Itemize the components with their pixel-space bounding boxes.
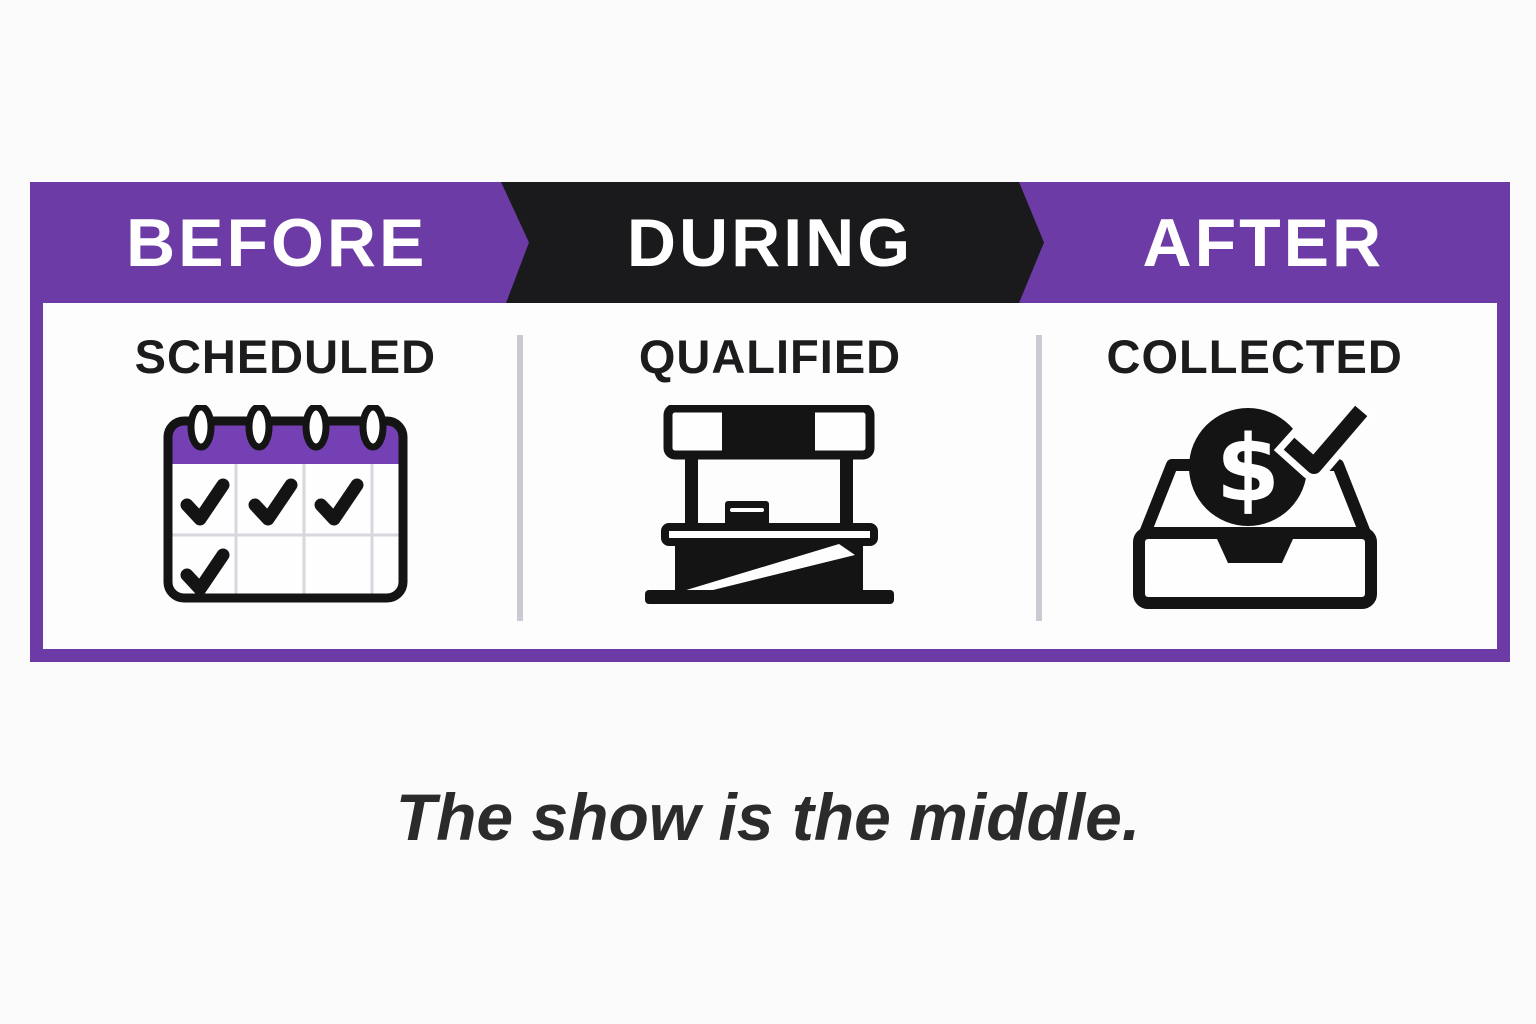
column-before: SCHEDULED (43, 303, 528, 649)
column-after: COLLECTED $ (1012, 303, 1497, 649)
stage-labels-row: BEFORE DURING AFTER (30, 182, 1510, 303)
calendar-header (167, 421, 403, 465)
calendar-rings (187, 405, 387, 451)
inbox-dollar-check-icon: $ (1132, 405, 1377, 610)
booth-plinth (645, 590, 895, 605)
qualified-label: QUALIFIED (638, 330, 902, 383)
calendar-grid (168, 464, 402, 597)
collected-label: COLLECTED (1106, 330, 1403, 383)
scheduled-label: SCHEDULED (134, 330, 437, 383)
booth-counter (661, 523, 879, 547)
column-divider-left (517, 335, 523, 621)
booth-base-stripe (683, 544, 856, 592)
booth-post-left (685, 455, 699, 533)
booth-post-right (840, 455, 854, 533)
stage-banner: BEFORE DURING AFTER (30, 182, 1510, 303)
inbox-notch (1211, 528, 1298, 564)
booth-box-highlight (730, 508, 765, 513)
dollar-symbol: $ (1216, 416, 1280, 523)
timeline-card: BEFORE DURING AFTER SCHEDULED (30, 182, 1510, 662)
stage-label-during: DURING (626, 204, 914, 281)
dollar-coin (1188, 408, 1307, 527)
stages-content: SCHEDULED (43, 303, 1497, 649)
column-divider-right (1036, 335, 1043, 621)
calendar-check-marks (180, 478, 364, 596)
stage-label-after: AFTER (1142, 204, 1385, 281)
trade-show-booth-icon (645, 405, 895, 605)
booth-sign-panel (722, 412, 816, 452)
chevron-shape (501, 182, 1044, 303)
caption-text: The show is the middle. (395, 780, 1141, 854)
calendar-border (163, 416, 408, 603)
calendar-checks-icon (163, 405, 408, 603)
stage-label-before: BEFORE (125, 204, 428, 281)
check-mark (1283, 406, 1367, 475)
during-chevron-band (501, 182, 1044, 303)
column-during: QUALIFIED (528, 303, 1013, 649)
